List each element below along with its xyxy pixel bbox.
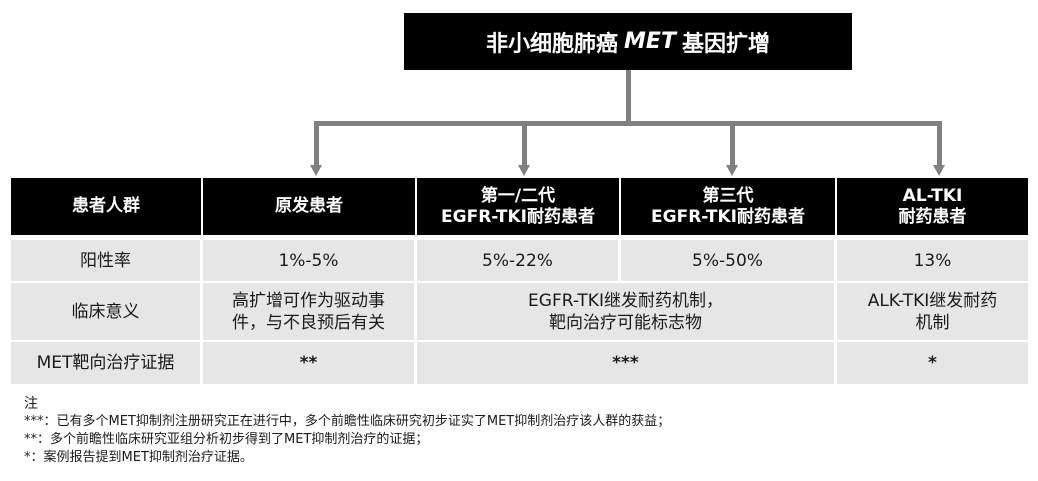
arrow-down-icon [310,165,322,176]
header-label: 耐药患者 [898,206,967,227]
footnote-item: **：多个前瞻性临床研究亚组分析初步得到了MET抑制剂治疗的证据； [24,432,429,447]
cell-line: 机制 [915,312,950,333]
footnote-item: ***：已有多个MET抑制剂注册研究正在进行中，多个前瞻性临床研究初步证实了ME… [24,414,671,429]
cell-line: EGFR-TKI继发耐药机制， [528,290,723,311]
connector-drop-1 [314,121,319,167]
footnotes: 注 ***：已有多个MET抑制剂注册研究正在进行中，多个前瞻性临床研究初步证实了… [24,395,670,467]
evidence-stars: *** [417,342,837,384]
table-cell: 5%-22% [417,240,621,281]
cell-line: 件，与不良预后有关 [232,312,385,333]
row-label: MET靶向治疗证据 [11,342,203,384]
header-label: 患者人群 [72,196,140,216]
footnote-item: *：案例报告提到MET抑制剂治疗证据。 [24,450,253,465]
evidence-stars: ** [203,342,417,384]
arrow-down-icon [933,165,945,176]
header-population: 患者人群 [11,178,203,235]
connector-drop-4 [937,121,942,167]
cell-line: ALK-TKI继发耐药 [867,290,998,311]
arrow-down-icon [518,165,530,176]
table-cell: ALK-TKI继发耐药 机制 [837,283,1028,340]
table-row-positivity: 阳性率 1%-5% 5%-22% 5%-50% 13% [11,240,1028,281]
header-label: 第三代 [702,185,754,206]
title-prefix: 非小细胞肺癌 [486,31,619,57]
table-cell-merged: EGFR-TKI继发耐药机制， 靶向治疗可能标志物 [417,283,837,340]
connector-drop-3 [730,121,735,167]
table-cell: 高扩增可作为驱动事 件，与不良预后有关 [203,283,417,340]
header-label: EGFR-TKI耐药患者 [651,206,805,227]
header-label: AL-TKI [902,185,963,206]
row-label: 临床意义 [11,283,203,340]
header-label: EGFR-TKI耐药患者 [441,206,595,227]
header-primary: 原发患者 [203,178,417,235]
header-label: 原发患者 [275,196,343,216]
header-label: 第一/二代 [480,185,556,206]
title-suffix: 基因扩增 [681,31,770,57]
table-cell: 1%-5% [203,240,417,281]
diagram-title: 非小细胞肺癌 MET 基因扩增 [404,13,852,70]
table-cell: 13% [837,240,1028,281]
table-row-clinical: 临床意义 高扩增可作为驱动事 件，与不良预后有关 EGFR-TKI继发耐药机制，… [11,283,1028,340]
evidence-stars: * [837,342,1028,384]
connector-bar [314,121,942,126]
arrow-down-icon [726,165,738,176]
title-gene: MET [624,29,676,54]
row-label: 阳性率 [11,240,203,281]
connector-stem [626,70,631,126]
connector-drop-2 [522,121,527,167]
table-cell: 5%-50% [621,240,837,281]
table-row-evidence: MET靶向治疗证据 ** *** * [11,342,1028,384]
cell-line: 高扩增可作为驱动事 [232,290,385,311]
footnote-title: 注 [24,396,38,412]
cell-line: 靶向治疗可能标志物 [549,312,702,333]
